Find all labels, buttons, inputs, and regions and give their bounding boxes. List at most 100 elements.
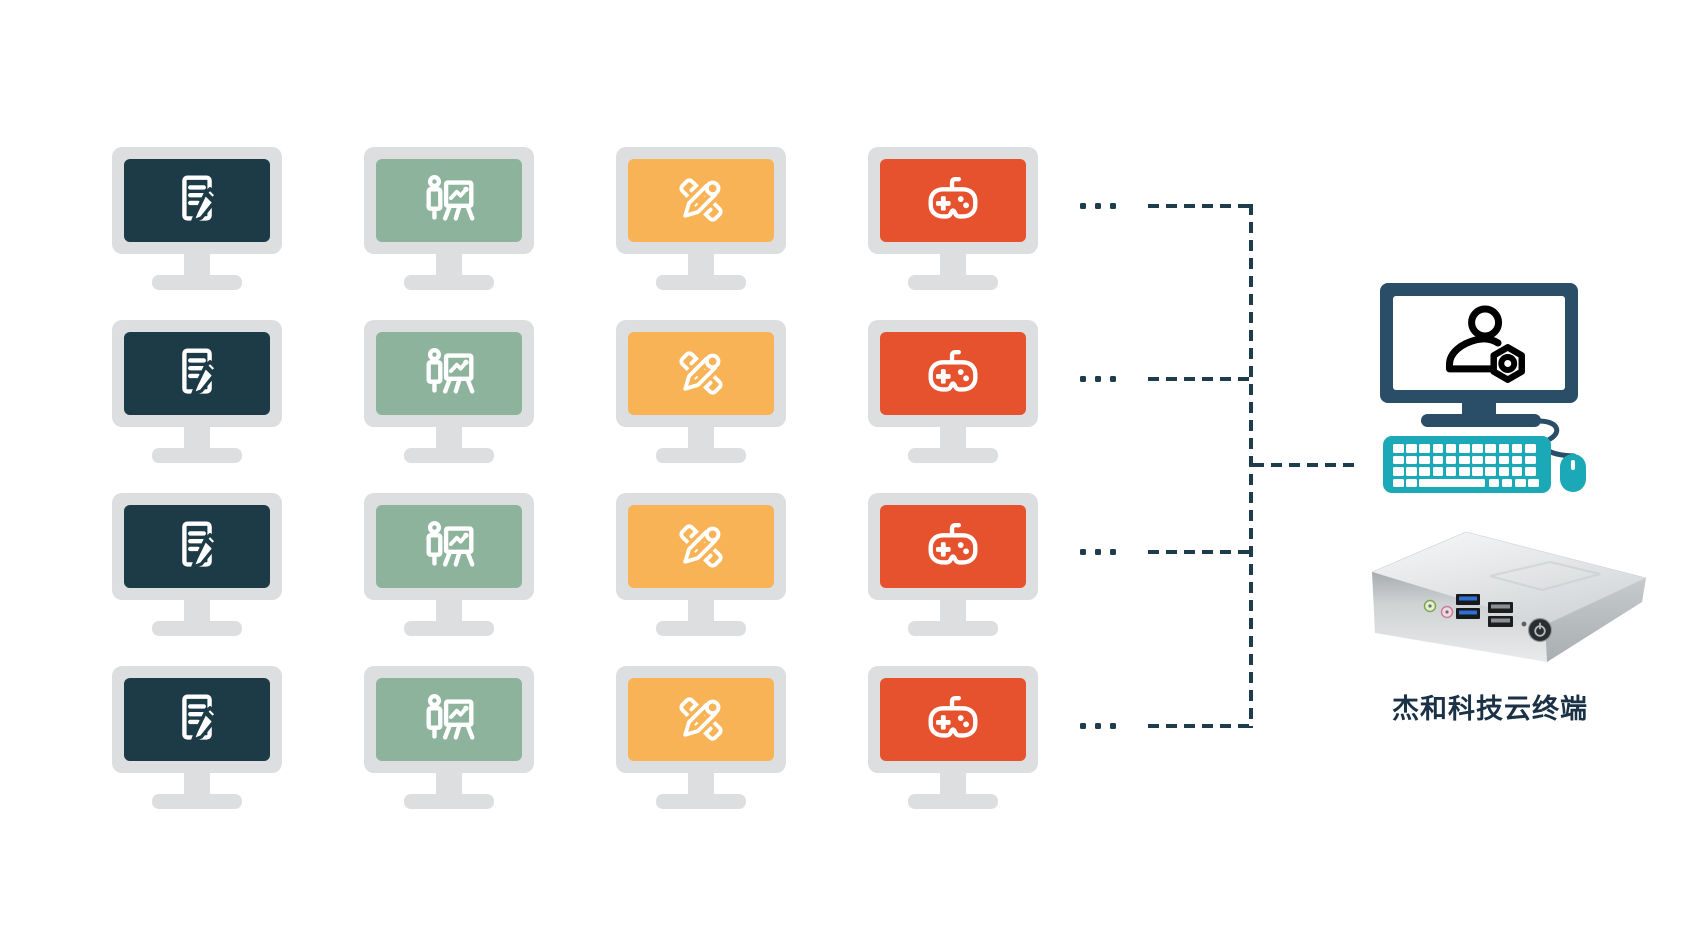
monitor-stand-base [152, 794, 242, 809]
monitor-frame [364, 320, 534, 427]
game-controller-icon [922, 169, 984, 231]
keyboard-key [1419, 455, 1430, 464]
monitor-stand-base [656, 448, 746, 463]
monitor-stand-base [404, 275, 494, 290]
usb2-ports [1488, 602, 1513, 627]
row-connector-line [1148, 377, 1253, 381]
monitor-screen [376, 505, 522, 588]
presentation-chart-icon [418, 515, 480, 577]
monitor-stand-neck [436, 773, 462, 797]
keyboard-key [1528, 478, 1539, 487]
mouse-scroll-wheel [1571, 460, 1575, 470]
keyboard-key [1419, 467, 1430, 476]
monitor-frame [112, 147, 282, 254]
design-ruler-pencil-icon [670, 169, 732, 231]
monitor-frame [616, 666, 786, 773]
keyboard-key [1419, 478, 1486, 487]
monitor-stand-neck [688, 254, 714, 278]
monitor-frame [868, 320, 1038, 427]
keyboard-key [1472, 444, 1483, 453]
monitor-stand-neck [940, 773, 966, 797]
device-caption: 杰和科技云终端 [1392, 694, 1588, 725]
keyboard-key [1432, 444, 1444, 453]
admin-monitor-stand-base [1421, 414, 1541, 427]
bus-connector-line [1249, 204, 1253, 728]
monitor-screen [628, 678, 774, 761]
keyboard-key [1498, 444, 1510, 453]
ellipsis-dot [1095, 376, 1101, 382]
monitor-frame [868, 493, 1038, 600]
monitor-screen [376, 159, 522, 242]
monitor-screen [124, 505, 270, 588]
keyboard-key [1498, 455, 1510, 464]
row-connector-line [1148, 204, 1253, 208]
monitor-stand-base [656, 621, 746, 636]
client-monitor-document-edit [112, 147, 282, 290]
mouse [1560, 454, 1586, 492]
monitor-screen [880, 159, 1026, 242]
more-monitors-ellipsis [1080, 549, 1118, 555]
keyboard-key [1515, 478, 1526, 487]
monitor-stand-base [152, 448, 242, 463]
monitor-frame [364, 493, 534, 600]
keyboard-key [1406, 455, 1417, 464]
terminal-branch-line [1253, 463, 1358, 467]
client-monitor-design-ruler-pencil [616, 666, 786, 809]
document-edit-icon [166, 342, 228, 404]
monitor-frame [868, 666, 1038, 773]
monitor-stand-base [656, 275, 746, 290]
ellipsis-dot [1110, 203, 1116, 209]
monitor-screen [376, 678, 522, 761]
monitor-stand-base [152, 621, 242, 636]
keyboard-key [1485, 467, 1496, 476]
ellipsis-dot [1080, 549, 1086, 555]
keyboard-key [1432, 455, 1444, 464]
keyboard-key [1511, 444, 1523, 453]
monitor-stand-neck [184, 427, 210, 451]
client-monitor-design-ruler-pencil [616, 320, 786, 463]
ellipsis-dot [1095, 203, 1101, 209]
monitor-screen [628, 332, 774, 415]
client-monitor-game-controller [868, 493, 1038, 636]
embossed-logo [1489, 560, 1601, 592]
keyboard-key [1498, 467, 1510, 476]
game-controller-icon [922, 342, 984, 404]
more-monitors-ellipsis [1080, 203, 1118, 209]
client-monitor-presentation-chart [364, 666, 534, 809]
client-monitor-design-ruler-pencil [616, 493, 786, 636]
monitor-frame [868, 147, 1038, 254]
document-edit-icon [166, 515, 228, 577]
monitor-stand-base [404, 794, 494, 809]
design-ruler-pencil-icon [670, 688, 732, 750]
device-front-ports [1423, 594, 1553, 643]
design-ruler-pencil-icon [670, 515, 732, 577]
monitor-stand-base [908, 794, 998, 809]
monitor-screen [880, 505, 1026, 588]
keyboard-key [1393, 455, 1404, 464]
monitor-stand-neck [436, 600, 462, 624]
monitor-stand-neck [436, 427, 462, 451]
ellipsis-dot [1080, 203, 1086, 209]
monitor-screen [124, 159, 270, 242]
client-monitor-document-edit [112, 493, 282, 636]
monitor-stand-base [152, 275, 242, 290]
ellipsis-dot [1080, 376, 1086, 382]
keyboard-key [1406, 444, 1417, 453]
monitor-frame [112, 493, 282, 600]
monitor-screen [124, 678, 270, 761]
ellipsis-dot [1110, 376, 1116, 382]
more-monitors-ellipsis [1080, 723, 1118, 729]
usb3-ports [1456, 594, 1480, 619]
monitor-stand-neck [184, 254, 210, 278]
monitor-stand-neck [688, 600, 714, 624]
keyboard-key [1525, 467, 1536, 476]
presentation-chart-icon [418, 688, 480, 750]
monitor-frame [616, 493, 786, 600]
keyboard-key [1485, 444, 1496, 453]
client-monitor-presentation-chart [364, 320, 534, 463]
keyboard-key [1472, 467, 1483, 476]
ellipsis-dot [1110, 723, 1116, 729]
keyboard-key [1406, 478, 1417, 487]
monitor-frame [364, 666, 534, 773]
